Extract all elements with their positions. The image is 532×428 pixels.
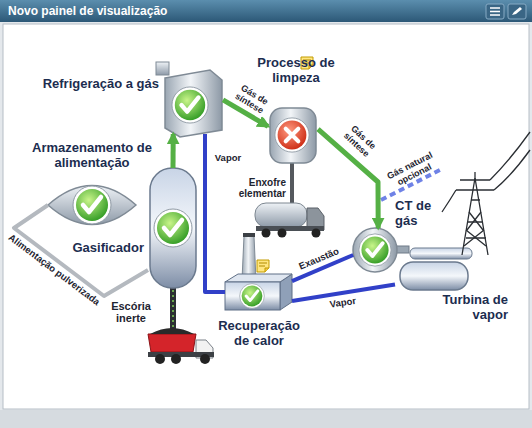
annotation-label: Escória inerte xyxy=(106,300,156,324)
flow-label: Vapor xyxy=(210,153,246,164)
annotation-label: Enxofre elementar xyxy=(224,177,286,199)
component-label: CT de gás xyxy=(395,198,439,228)
component-label: Gasificador xyxy=(58,240,144,255)
component-icon: Gasificador xyxy=(148,168,198,288)
component-icon: Turbina de vapor xyxy=(395,255,472,292)
component-icon: Processo de limpeza xyxy=(268,106,318,164)
flow-connector xyxy=(171,134,176,168)
component-label: Processo de limpeza xyxy=(257,55,335,85)
component-label: Turbina de vapor xyxy=(438,292,508,322)
component-icon: CT de gás xyxy=(348,228,400,273)
component-icon: Refrigeração a gás xyxy=(163,72,223,134)
component-icon: Armazenamento de alimentação xyxy=(48,175,136,235)
component-label: Recuperação de calor xyxy=(210,318,308,348)
component-label: Refrigeração a gás xyxy=(30,76,159,91)
window-title: Novo painel de visualização xyxy=(8,4,167,18)
component-icon: Recuperação de calor xyxy=(225,274,292,310)
component-label: Armazenamento de alimentação xyxy=(22,140,162,170)
